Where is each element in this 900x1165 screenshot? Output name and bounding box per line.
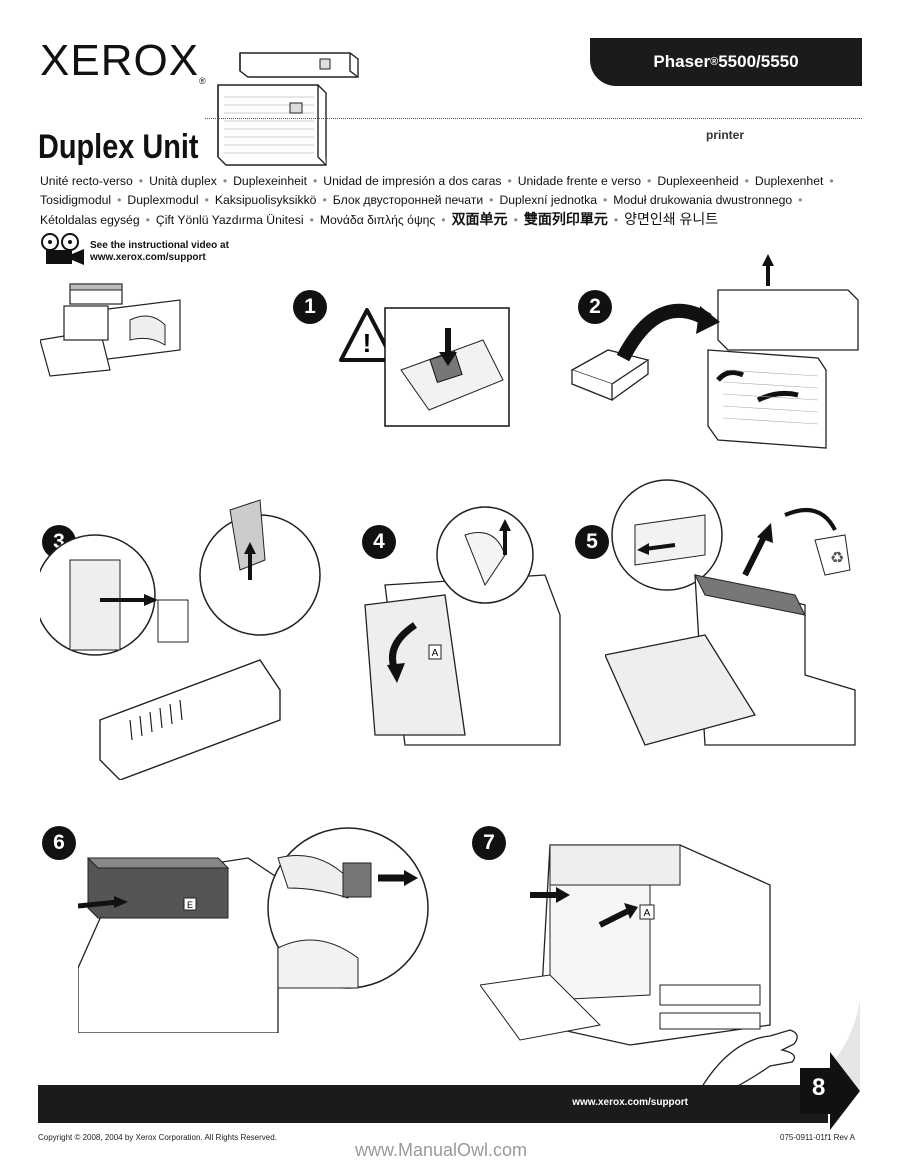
duplex-unit-header-illustration	[217, 52, 359, 166]
unpack-duplex-illustration	[570, 254, 859, 449]
product-name: Phaser	[653, 52, 711, 71]
label-e: E	[187, 900, 193, 910]
product-tab: Phaser® 5500/5550	[590, 38, 862, 86]
translation-item: Kétoldalas egység	[40, 213, 140, 227]
document-number: 075-0911-01f1 Rev A	[780, 1133, 856, 1142]
translation-item: Duplexeinheit	[233, 174, 307, 188]
step-badge-6: 6	[42, 826, 76, 860]
translation-item: Kaksipuolisyksikkö	[214, 193, 317, 207]
step-badge-5: 5	[575, 525, 609, 559]
translation-item: Duplexní jednotka	[499, 193, 598, 207]
watermark: www.ManualOwl.com	[355, 1140, 528, 1160]
translation-item: Moduł drukowania dwustronnego	[613, 193, 793, 207]
xerox-logo: XEROX®	[40, 36, 207, 86]
page-title: Duplex Unit	[38, 128, 199, 166]
translation-item: 双面单元	[451, 211, 508, 227]
page-subtitle: printer	[706, 128, 745, 142]
translation-item: Çift Yönlü Yazdırma Ünitesi	[155, 213, 304, 227]
next-page-number: 8	[812, 1074, 826, 1101]
brand-name: XEROX	[40, 36, 200, 85]
page-turn-hand-illustration	[699, 1000, 860, 1090]
warning-icon	[339, 308, 395, 362]
remove-packing-illustration	[40, 499, 321, 780]
step-badge-2: 2	[578, 290, 612, 324]
recycle-icon: ♻	[830, 548, 844, 567]
step-badge-7: 7	[472, 826, 506, 860]
label-a-step7: A	[644, 908, 651, 919]
translation-item: Unità duplex	[149, 174, 217, 188]
translation-item: Unidade frente e verso	[517, 174, 642, 188]
warning-mark: !	[363, 328, 372, 358]
copyright-text: Copyright © 2008, 2004 by Xerox Corporat…	[38, 1133, 277, 1142]
step-badge-4: 4	[362, 525, 396, 559]
power-switch-illustration: !	[339, 307, 510, 427]
next-page-arrow[interactable]	[800, 1052, 862, 1130]
install-duplex-illustration: E	[78, 827, 429, 1033]
translation-item: Unité recto-verso	[40, 174, 133, 188]
translation-item: Duplexenhet	[754, 174, 824, 188]
printer-overview-illustration	[40, 283, 181, 377]
footer-url[interactable]: www.xerox.com/support	[572, 1097, 688, 1108]
film-projector-icon	[41, 233, 84, 265]
translation-item: Duplexmodul	[127, 193, 199, 207]
translation-item: 양면인쇄 유니트	[624, 211, 719, 227]
video-note: See the instructional video at www.xerox…	[90, 240, 229, 264]
step-badge-1: 1	[293, 290, 327, 324]
translation-item: Блок двусторонней печати	[332, 193, 484, 207]
header-divider	[205, 118, 862, 119]
close-doors-illustration: A	[480, 844, 771, 1046]
registered-mark: ®	[199, 76, 207, 86]
translation-item: Μονάδα διπλής όψης	[319, 213, 436, 227]
translation-item: 雙面列印單元	[523, 211, 608, 227]
open-door-a-illustration: A	[364, 506, 561, 746]
product-registered-mark: ®	[710, 56, 719, 68]
translation-item: Duplexeenheid	[657, 174, 739, 188]
video-note-url: www.xerox.com/support	[90, 252, 206, 263]
translations-list: Unité recto-verso•Unità duplex•Duplexein…	[40, 174, 834, 227]
remove-insert-illustration: ♻	[605, 479, 856, 746]
translation-item: Tosidigmodul	[40, 193, 112, 207]
label-a: A	[432, 648, 439, 659]
translation-item: Unidad de impresión a dos caras	[323, 174, 502, 188]
video-note-line-1: See the instructional video at	[90, 240, 229, 251]
footer-bar: www.xerox.com/support	[38, 1085, 828, 1123]
product-model: 5500/5550	[718, 52, 799, 71]
